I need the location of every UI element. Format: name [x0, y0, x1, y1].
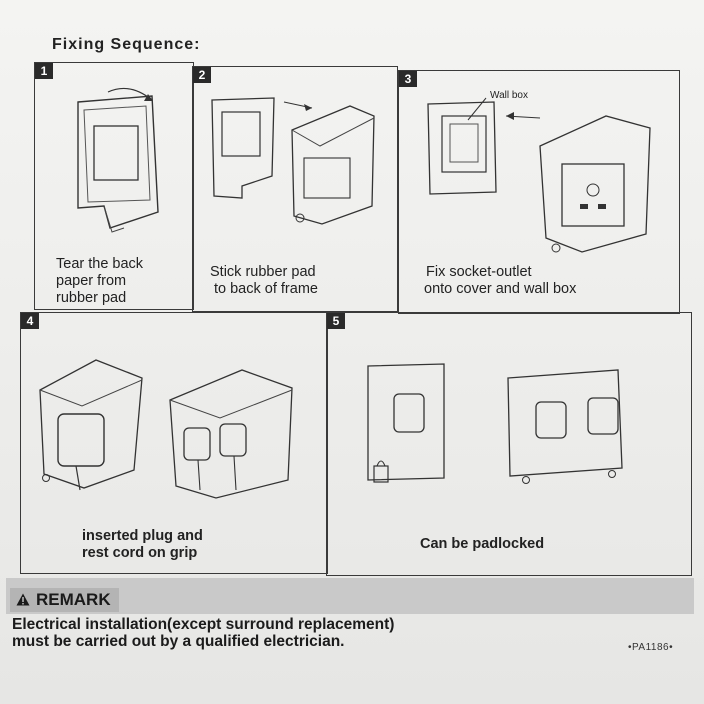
step-1-panel: 1 — [34, 62, 194, 310]
step-3-panel: 3 — [398, 70, 680, 314]
model-code: •PA1186• — [628, 642, 674, 653]
step-2-caption: Stick rubber pad to back of frame — [210, 264, 318, 298]
remark-label: REMARK — [10, 588, 119, 612]
step-5-panel: 5 — [326, 312, 692, 576]
step-4-panel: 4 — [20, 312, 328, 574]
step-1-number: 1 — [35, 63, 53, 79]
remark-line: Electrical installation(except surround … — [12, 616, 395, 633]
remark-banner — [6, 578, 694, 614]
wall-box-label: Wall box — [490, 90, 528, 101]
warning-icon — [16, 593, 30, 606]
step-5-number: 5 — [327, 313, 345, 329]
step-2-illustration — [211, 97, 375, 225]
step-1-caption-line: Tear the back — [56, 256, 144, 272]
step-2-caption-line: Stick rubber pad — [210, 264, 316, 280]
remark-label-text: REMARK — [36, 590, 111, 609]
step-5-caption: Can be padlocked — [420, 536, 544, 553]
step-4-number: 4 — [21, 313, 39, 329]
step-2-panel: 2 — [192, 66, 398, 312]
remark-text: Electrical installation(except surround … — [12, 616, 394, 650]
step-1-caption-line: rubber pad — [56, 290, 127, 306]
step-4-caption-line: rest cord on grip — [82, 545, 198, 561]
remark-line: must be carried out by a qualified elect… — [12, 633, 345, 650]
step-3-caption: Fix socket-outlet onto cover and wall bo… — [424, 264, 577, 298]
section-heading: Fixing Sequence: — [52, 36, 201, 53]
step-3-number: 3 — [399, 71, 417, 87]
step-1-illustration — [77, 87, 159, 233]
step-3-illustration: Wall box — [427, 90, 651, 253]
step-2-caption-line: to back of frame — [214, 281, 318, 297]
step-4-caption: inserted plug and rest cord on grip — [82, 528, 203, 562]
step-1-caption-line: paper from — [56, 273, 127, 289]
step-3-caption-line: Fix socket-outlet — [426, 264, 532, 280]
step-5-caption-line: Can be padlocked — [420, 536, 545, 552]
step-3-caption-line: onto cover and wall box — [424, 281, 577, 297]
step-4-illustration — [39, 359, 293, 499]
step-4-caption-line: inserted plug and — [82, 528, 203, 544]
step-1-caption: Tear the back paper from rubber pad — [56, 256, 143, 307]
step-5-illustration — [367, 363, 623, 484]
step-2-number: 2 — [193, 67, 211, 83]
